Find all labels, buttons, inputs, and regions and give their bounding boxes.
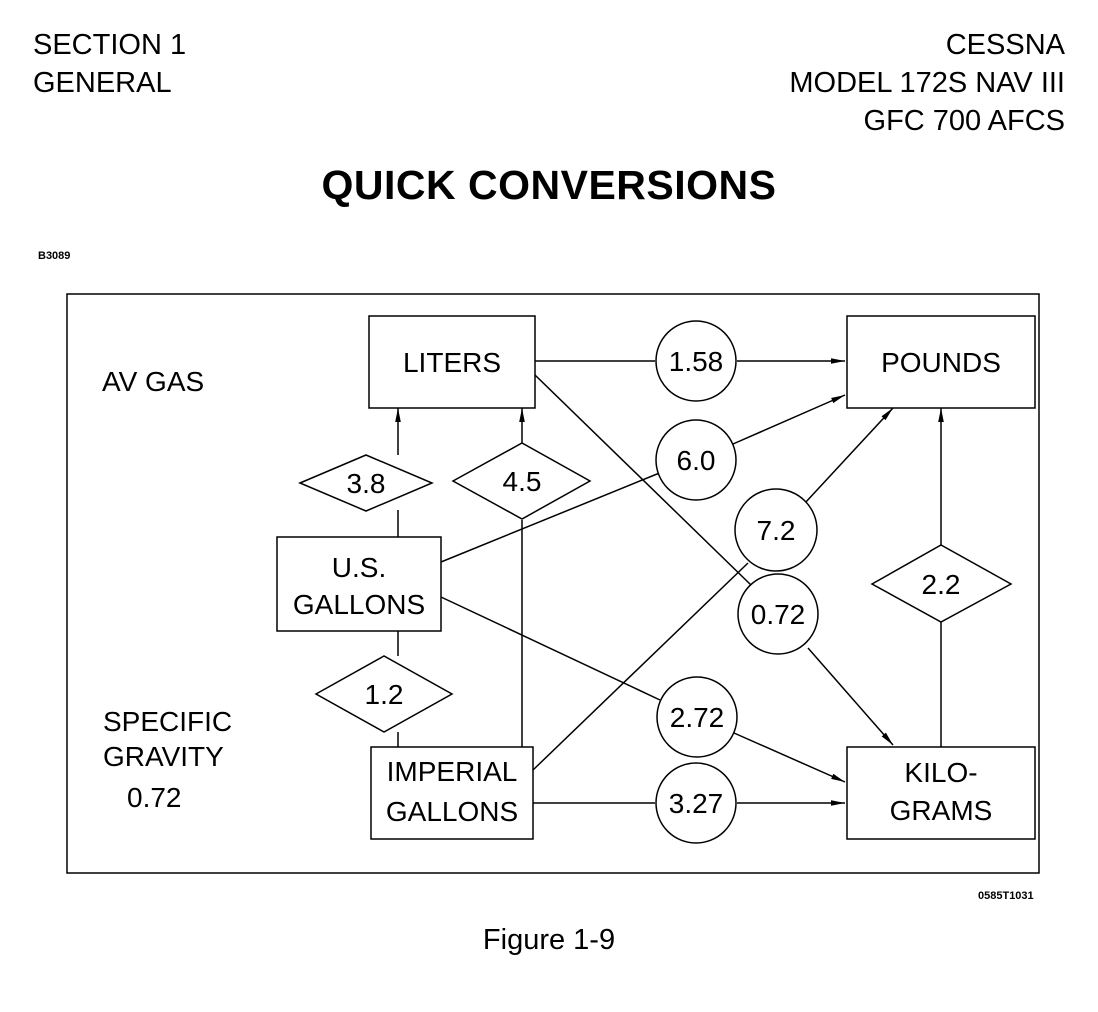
factor-impgal-kg: 3.27 xyxy=(669,788,724,819)
figure-caption: Figure 1-9 xyxy=(482,924,616,956)
page-title: QUICK CONVERSIONS xyxy=(321,162,777,208)
manufacturer-label: CESSNA xyxy=(945,29,1065,61)
section-label: SECTION 1 xyxy=(33,29,187,61)
factor-diamond-impgal-usgal xyxy=(314,655,454,733)
line-usgal-kg-b xyxy=(733,732,846,783)
us-gallons-box xyxy=(276,536,442,632)
factor-circle-liters-pounds xyxy=(655,320,737,402)
factor-liters-pounds: 1.58 xyxy=(669,346,724,377)
factor-circle-liters-kg xyxy=(737,573,819,655)
kilograms-label-1: KILO- xyxy=(904,757,977,788)
line-liters-kg-b xyxy=(807,647,894,746)
factor-diamond-kg-pounds xyxy=(870,544,1013,623)
kilograms-box xyxy=(846,746,1036,840)
section-name: GENERAL xyxy=(33,67,172,99)
factor-impgal-liters: 4.5 xyxy=(503,466,542,497)
pounds-label: POUNDS xyxy=(881,347,1001,378)
header-left: SECTION 1 GENERAL xyxy=(33,26,186,102)
factor-diamond-usgal-liters xyxy=(298,454,434,512)
specific-gravity-value: 0.72 xyxy=(127,782,182,813)
factor-kg-pounds: 2.2 xyxy=(922,569,961,600)
figure-code-top: B3089 xyxy=(38,250,71,262)
pounds-box xyxy=(846,315,1036,409)
line-usgal-pounds-a xyxy=(440,471,663,563)
factor-impgal-pounds: 7.2 xyxy=(757,515,796,546)
kilograms-label-2: GRAMS xyxy=(890,795,993,826)
header-right: CESSNA MODEL 172S NAV III GFC 700 AFCS xyxy=(789,26,1065,140)
factor-circle-impgal-kg xyxy=(655,762,737,844)
factor-circle-usgal-pounds xyxy=(655,419,737,501)
imperial-gallons-label-2: GALLONS xyxy=(386,796,518,827)
factor-liters-kg: 0.72 xyxy=(751,599,806,630)
autopilot-label: GFC 700 AFCS xyxy=(863,105,1065,137)
factor-usgal-kg: 2.72 xyxy=(670,702,725,733)
factor-circle-usgal-kg xyxy=(656,676,738,758)
specific-gravity-label-2: GRAVITY xyxy=(103,741,224,772)
factor-usgal-pounds: 6.0 xyxy=(677,445,716,476)
us-gallons-label-2: GALLONS xyxy=(293,589,425,620)
line-impgal-pounds-a xyxy=(532,562,749,771)
line-usgal-kg-a xyxy=(440,596,661,701)
model-label: MODEL 172S NAV III xyxy=(789,67,1065,99)
figure-code-bottom: 0585T1031 xyxy=(978,890,1034,902)
imperial-gallons-label-1: IMPERIAL xyxy=(387,756,518,787)
avgas-label: AV GAS xyxy=(102,366,204,397)
diagram-frame xyxy=(66,293,1040,874)
imperial-gallons-box xyxy=(370,746,534,840)
specific-gravity-label-1: SPECIFIC xyxy=(103,706,232,737)
factor-impgal-usgal: 1.2 xyxy=(365,679,404,710)
factor-diamond-impgal-liters xyxy=(451,442,592,520)
line-liters-kg-a xyxy=(534,374,752,586)
liters-label: LITERS xyxy=(403,347,501,378)
liters-box xyxy=(368,315,536,409)
line-usgal-pounds-b xyxy=(732,394,846,445)
line-impgal-pounds-b xyxy=(804,407,894,504)
factor-usgal-liters: 3.8 xyxy=(347,468,386,499)
us-gallons-label-1: U.S. xyxy=(332,552,386,583)
factor-circle-impgal-pounds xyxy=(734,488,818,572)
